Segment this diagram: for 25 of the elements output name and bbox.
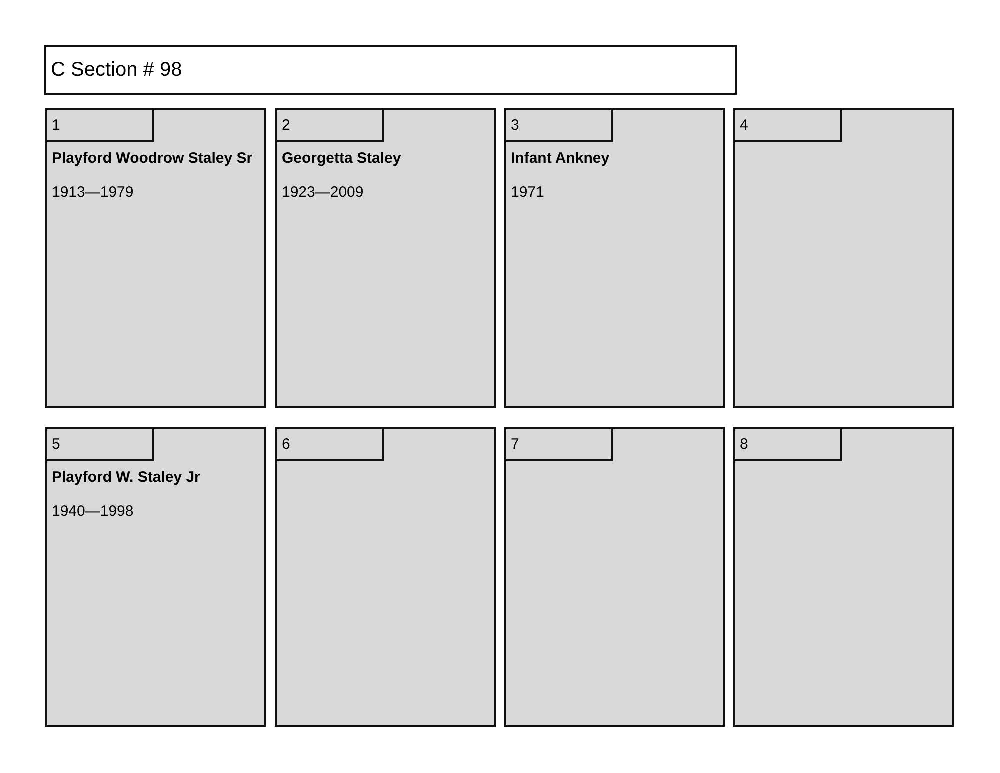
- date-text: 1940—1998: [52, 503, 134, 520]
- plot-number: 7: [506, 429, 613, 461]
- name-text: Georgetta Staley: [282, 150, 402, 167]
- name-text: Infant Ankney: [511, 150, 610, 167]
- name-text: Playford Woodrow Staley Sr: [52, 150, 253, 167]
- plot-number: 5: [47, 429, 154, 461]
- plot-box: [45, 427, 266, 727]
- plot-box: [733, 108, 954, 408]
- plot-box: [45, 108, 266, 408]
- date-text: 1971: [511, 184, 544, 201]
- name-text: Playford W. Staley Jr: [52, 469, 200, 486]
- date-text: 1913—1979: [52, 184, 134, 201]
- section-title: C Section # 98: [44, 45, 737, 95]
- plot-number: 3: [506, 110, 613, 142]
- plot-number: 4: [735, 110, 842, 142]
- plot-box: [504, 427, 725, 727]
- plot-box: [504, 108, 725, 408]
- plot-number: 1: [47, 110, 154, 142]
- plot-number: 8: [735, 429, 842, 461]
- plot-number: 6: [277, 429, 384, 461]
- plot-box: [733, 427, 954, 727]
- plot-box: [275, 427, 496, 727]
- plot-box: [275, 108, 496, 408]
- date-text: 1923—2009: [282, 184, 364, 201]
- plot-number: 2: [277, 110, 384, 142]
